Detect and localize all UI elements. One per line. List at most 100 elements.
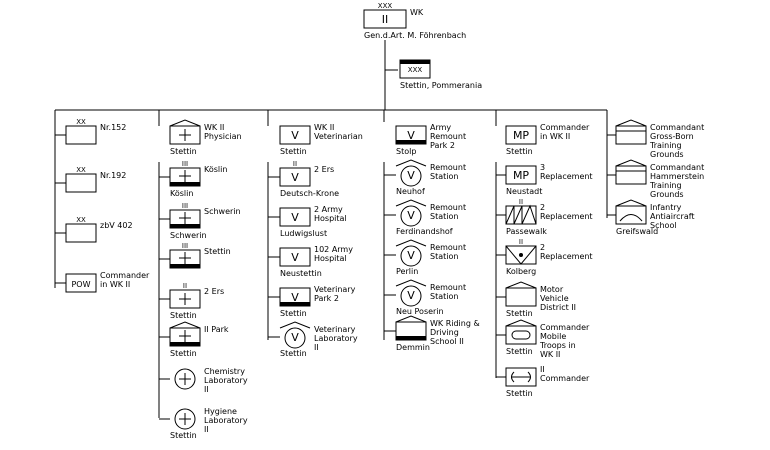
unit-location: Greifswald	[616, 227, 658, 236]
unit-oval	[511, 330, 531, 340]
unit-roof	[615, 119, 647, 127]
unit-label: 2 Ers	[314, 165, 334, 174]
unit-location: Kolberg	[506, 267, 536, 276]
connector-lines	[54, 40, 608, 418]
unit-echelon: III	[182, 242, 188, 250]
unit-bar	[170, 342, 200, 346]
unit-bar	[396, 140, 426, 144]
unit-location: Stettin	[506, 347, 533, 356]
unit-roof	[279, 321, 311, 329]
unit-location: Stettin	[506, 309, 533, 318]
unit-box	[65, 125, 97, 145]
unit-box	[65, 173, 97, 193]
unit-location: Stettin	[506, 389, 533, 398]
top-command: XXX II WK Gen.d.Art. M. Föhrenbach	[363, 2, 466, 40]
unit-roof	[169, 321, 201, 329]
unit-symbol-text: V	[291, 171, 299, 184]
hq-echelon: XXX	[408, 66, 423, 74]
unit-symbol-text: V	[291, 129, 299, 142]
unit-location: Neuhof	[396, 187, 425, 196]
unit-location: Stettin	[280, 147, 307, 156]
unit-location: Stettin	[170, 147, 197, 156]
unit-bar	[280, 302, 310, 306]
unit-location: Stettin	[280, 309, 307, 318]
unit-box	[615, 165, 647, 185]
unit-label: II Park	[204, 325, 229, 334]
unit-symbol-text: V	[291, 211, 299, 224]
unit-location: Perlin	[396, 267, 418, 276]
unit-location: Deutsch-Krone	[280, 189, 339, 198]
unit-symbol-text: V	[291, 291, 299, 304]
unit-symbol-text: V	[407, 169, 415, 182]
unit-symbol-text: V	[407, 129, 415, 142]
unit-roof	[395, 279, 427, 287]
unit-echelon: II	[519, 198, 523, 206]
unit-roof	[395, 159, 427, 167]
unit-circle	[400, 285, 422, 307]
unit-label: Nr.192	[100, 171, 126, 180]
hq-bar	[400, 60, 430, 64]
unit-symbol-text: V	[407, 289, 415, 302]
unit-echelon: XX	[76, 166, 86, 174]
unit-location: Passewalk	[506, 227, 547, 236]
aa-arc	[619, 214, 643, 222]
unit-symbol-text: MP	[513, 169, 529, 182]
unit-roof	[395, 239, 427, 247]
unit-echelon: XX	[76, 118, 86, 126]
unit-box	[279, 125, 311, 145]
unit-location: Ferdinandshof	[396, 227, 453, 236]
top-label: WK	[410, 8, 424, 17]
unit-echelon: II	[183, 282, 187, 290]
unit-bar	[396, 336, 426, 340]
unit-symbol-text: POW	[71, 280, 90, 289]
hq-location: Stettin, Pommerania	[400, 81, 482, 90]
unit-bar	[170, 224, 200, 228]
unit-symbol-text: V	[291, 251, 299, 264]
unit-label: zbV 402	[100, 221, 133, 230]
unit-roof	[395, 199, 427, 207]
unit-bar	[170, 182, 200, 186]
top-designation: II	[382, 13, 389, 26]
unit-location: Demmin	[396, 343, 430, 352]
unit-echelon: III	[182, 160, 188, 168]
unit-circle	[400, 245, 422, 267]
unit-label: Köslin	[204, 165, 227, 174]
unit-location: Schwerin	[170, 231, 207, 240]
unit-location: Stolp	[396, 147, 416, 156]
unit-box	[65, 223, 97, 243]
